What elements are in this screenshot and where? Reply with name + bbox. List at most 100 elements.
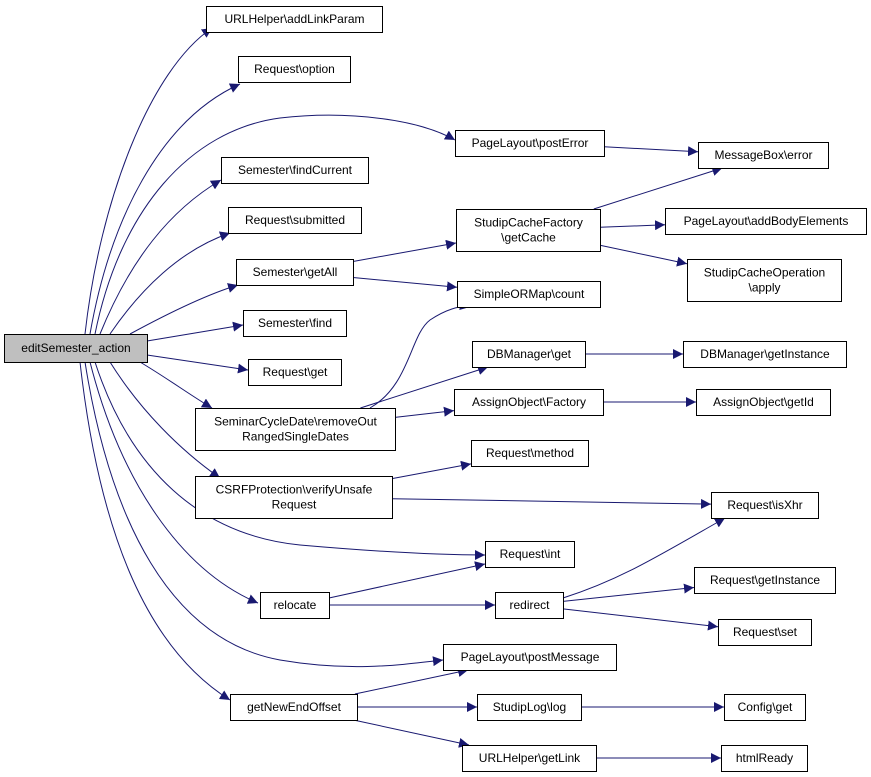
edge-root-to-request-int bbox=[94, 361, 486, 560]
node-label: Semester\find bbox=[258, 316, 332, 330]
node-box bbox=[238, 56, 351, 83]
node-assignobject-factory[interactable]: AssignObject\Factory bbox=[454, 389, 604, 416]
node-urlhelper-addlinkparam[interactable]: URLHelper\addLinkParam bbox=[206, 6, 383, 33]
node-label: PageLayout\postError bbox=[472, 136, 589, 150]
node-relocate[interactable]: relocate bbox=[260, 592, 330, 619]
node-box bbox=[456, 209, 601, 252]
node-getnewendoffset[interactable]: getNewEndOffset bbox=[230, 694, 358, 721]
node-label: Semester\findCurrent bbox=[238, 163, 353, 177]
node-dbmanager-get[interactable]: DBManager\get bbox=[472, 341, 586, 368]
node-label: relocate bbox=[274, 598, 317, 612]
edge-studipcachefactory-getcache-to-messagebox-error bbox=[593, 166, 723, 210]
node-box bbox=[454, 389, 604, 416]
node-label: URLHelper\getLink bbox=[479, 751, 581, 765]
node-label: PageLayout\postMessage bbox=[461, 650, 600, 664]
node-box bbox=[443, 644, 617, 671]
node-label: Request\isXhr bbox=[727, 498, 802, 512]
node-assignobject-getid[interactable]: AssignObject\getId bbox=[696, 389, 831, 416]
node-semester-getall[interactable]: Semester\getAll bbox=[236, 259, 354, 286]
node-request-get[interactable]: Request\get bbox=[248, 359, 342, 386]
node-urlhelper-getlink[interactable]: URLHelper\getLink bbox=[462, 745, 597, 772]
node-pagelayout-addbodyelements[interactable]: PageLayout\addBodyElements bbox=[665, 208, 867, 235]
node-label: SimpleORMap\count bbox=[474, 287, 585, 301]
node-label: Request\int bbox=[500, 547, 561, 561]
node-request-isxhr[interactable]: Request\isXhr bbox=[711, 492, 819, 519]
node-messagebox-error[interactable]: MessageBox\error bbox=[698, 142, 829, 169]
edge-relocate-to-request-int bbox=[328, 561, 486, 599]
node-box bbox=[221, 157, 369, 184]
node-label: MessageBox\error bbox=[714, 148, 812, 162]
edge-root-to-relocate bbox=[89, 361, 259, 604]
node-label: Semester\getAll bbox=[253, 265, 338, 279]
node-box bbox=[472, 341, 586, 368]
edge-semester-getall-to-studipcachefactory-getcache bbox=[352, 239, 457, 262]
node-label: StudipCacheOperation bbox=[704, 266, 825, 280]
edge-root-to-pagelayout-posterror bbox=[94, 114, 456, 335]
node-request-option[interactable]: Request\option bbox=[238, 56, 351, 83]
node-label: Request\getInstance bbox=[710, 573, 820, 587]
node-box bbox=[495, 592, 564, 619]
edge-seminarcycledate-removeout-to-assignobject-factory bbox=[394, 406, 455, 418]
node-label: editSemester_action bbox=[21, 341, 130, 355]
node-seminarcycledate-removeout[interactable]: SeminarCycleDate\removeOutRangedSingleDa… bbox=[195, 408, 396, 451]
node-box bbox=[694, 567, 836, 594]
node-label: RangedSingleDates bbox=[242, 430, 349, 444]
node-box bbox=[4, 334, 148, 363]
node-semester-findcurrent[interactable]: Semester\findCurrent bbox=[221, 157, 369, 184]
node-redirect[interactable]: redirect bbox=[495, 592, 564, 619]
node-box bbox=[718, 619, 812, 646]
node-box bbox=[696, 389, 831, 416]
node-box bbox=[462, 745, 597, 772]
node-config-get[interactable]: Config\get bbox=[724, 694, 806, 721]
edge-getnewendoffset-to-urlhelper-getlink bbox=[353, 719, 470, 748]
node-dbmanager-getinstance[interactable]: DBManager\getInstance bbox=[683, 341, 847, 368]
node-box bbox=[485, 541, 575, 568]
node-label: Request\option bbox=[254, 62, 335, 76]
node-pagelayout-posterror[interactable]: PageLayout\postError bbox=[455, 130, 605, 157]
node-request-submitted[interactable]: Request\submitted bbox=[228, 207, 362, 234]
node-label: Request\submitted bbox=[245, 213, 345, 227]
node-semester-find[interactable]: Semester\find bbox=[243, 310, 347, 337]
node-label: PageLayout\addBodyElements bbox=[684, 214, 849, 228]
node-label: StudipLog\log bbox=[493, 700, 566, 714]
node-label: URLHelper\addLinkParam bbox=[224, 12, 364, 26]
edge-root-to-semester-getall bbox=[129, 283, 239, 335]
edge-root-to-csrfprotection-verify bbox=[109, 361, 221, 479]
edge-seminarcycledate-removeout-to-simpleormap-count bbox=[369, 300, 471, 409]
node-label: \apply bbox=[748, 281, 780, 295]
node-label: htmlReady bbox=[736, 751, 793, 765]
node-studipcachefactory-getcache[interactable]: StudipCacheFactory\getCache bbox=[456, 209, 601, 252]
node-pagelayout-postmessage[interactable]: PageLayout\postMessage bbox=[443, 644, 617, 671]
node-label: Request bbox=[272, 498, 317, 512]
node-request-getinstance[interactable]: Request\getInstance bbox=[694, 567, 836, 594]
edge-seminarcycledate-removeout-to-dbmanager-get bbox=[360, 365, 489, 409]
node-studiplog-log[interactable]: StudipLog\log bbox=[477, 694, 582, 721]
node-label: Request\set bbox=[733, 625, 798, 639]
node-root[interactable]: editSemester_action bbox=[4, 334, 148, 363]
edge-getnewendoffset-to-pagelayout-postmessage bbox=[354, 667, 469, 695]
edge-root-to-getnewendoffset bbox=[79, 361, 231, 701]
edge-root-to-seminarcycledate-removeout bbox=[139, 361, 213, 409]
node-studipcacheoperation-apply[interactable]: StudipCacheOperation\apply bbox=[687, 259, 842, 302]
node-box bbox=[236, 259, 354, 286]
node-label: AssignObject\getId bbox=[713, 395, 814, 409]
node-box bbox=[687, 259, 842, 302]
node-htmlready[interactable]: htmlReady bbox=[721, 745, 808, 772]
edge-root-to-request-get bbox=[146, 354, 249, 374]
node-request-set[interactable]: Request\set bbox=[718, 619, 812, 646]
edge-studipcachefactory-getcache-to-studipcacheoperation-apply bbox=[599, 244, 688, 267]
node-request-method[interactable]: Request\method bbox=[471, 440, 589, 467]
node-box bbox=[477, 694, 582, 721]
node-box bbox=[248, 359, 342, 386]
edge-root-to-semester-findcurrent bbox=[99, 179, 222, 335]
node-label: AssignObject\Factory bbox=[472, 395, 586, 409]
node-simpleormap-count[interactable]: SimpleORMap\count bbox=[457, 281, 601, 308]
edge-pagelayout-posterror-to-messagebox-error bbox=[603, 146, 699, 157]
node-request-int[interactable]: Request\int bbox=[485, 541, 575, 568]
node-box bbox=[228, 207, 362, 234]
node-label: Config\get bbox=[738, 700, 793, 714]
node-box bbox=[230, 694, 358, 721]
